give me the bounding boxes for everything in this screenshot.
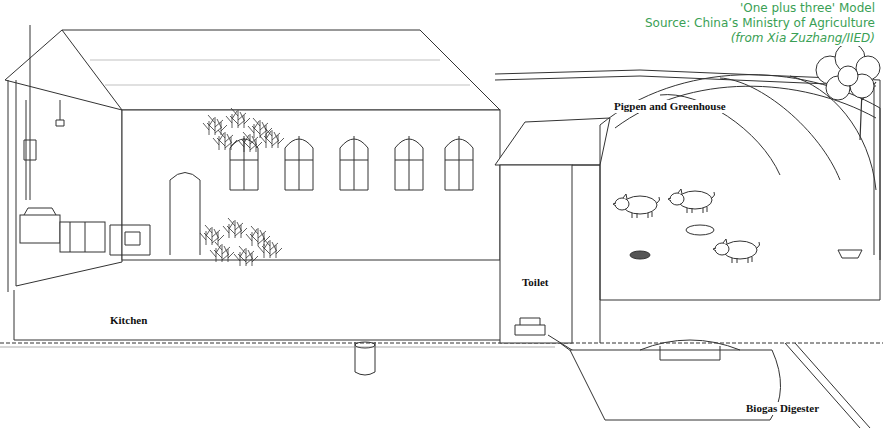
credit-note: (from Xia Zuzhang/IIED) bbox=[729, 32, 877, 46]
part-label: Toilet bbox=[520, 276, 551, 289]
part-label: Pigpen and Greenhouse bbox=[612, 100, 728, 113]
part-label: Biogas Digester bbox=[744, 402, 821, 415]
part-label: Kitchen bbox=[108, 314, 149, 327]
figure-title: 'One plus three' Model bbox=[738, 2, 877, 16]
source-note: Source: China’s Ministry of Agriculture bbox=[643, 17, 877, 31]
